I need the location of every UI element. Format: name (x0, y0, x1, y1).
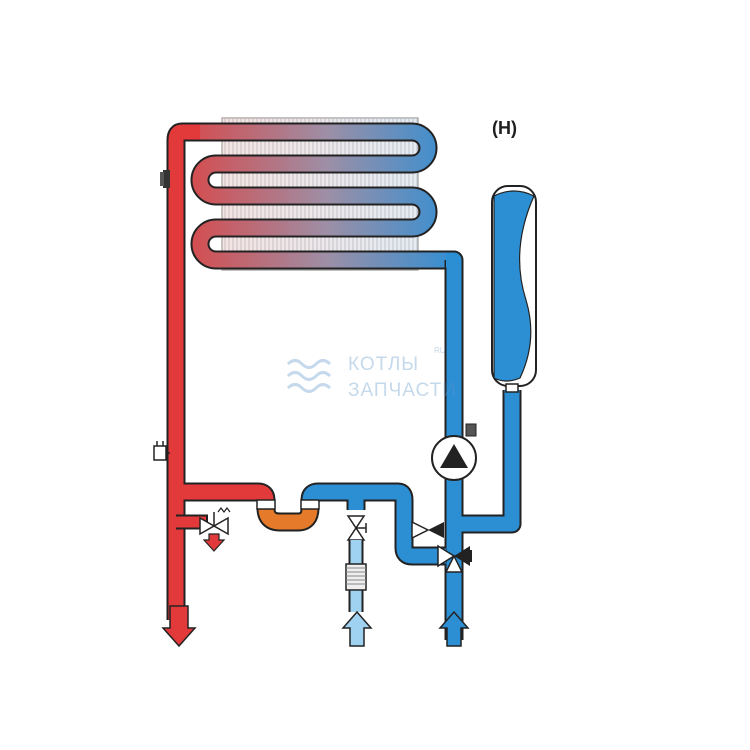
check-valve-icon (411, 520, 444, 540)
three-way-valve-icon (437, 544, 472, 573)
fill-valve-icon (346, 515, 367, 541)
watermark-line-2: ЗАПЧАСТИ (348, 380, 457, 401)
return-pipe (318, 250, 522, 640)
bypass-pipe (256, 482, 320, 532)
safety-valve-icon (199, 507, 231, 552)
hot-outlet-arrow (161, 605, 197, 648)
circulation-pump-icon (431, 423, 477, 481)
watermark: КОТЛЫ RU ЗАПЧАСТИ (284, 346, 484, 410)
return-inlet-arrow (438, 610, 470, 647)
watermark-suffix: RU (434, 346, 446, 355)
hot-flow-pipe (166, 122, 258, 620)
cold-inlet-arrow (341, 610, 373, 647)
heat-exchanger-coil (182, 122, 446, 270)
variant-label: (H) (492, 118, 517, 138)
sensor-plug-icon (153, 441, 170, 461)
expansion-tank (491, 185, 537, 393)
waves-logo-icon (286, 359, 332, 393)
watermark-line-1: КОТЛЫ (348, 354, 420, 375)
temperature-sensor-icon (160, 170, 170, 188)
filter-icon (345, 563, 367, 591)
